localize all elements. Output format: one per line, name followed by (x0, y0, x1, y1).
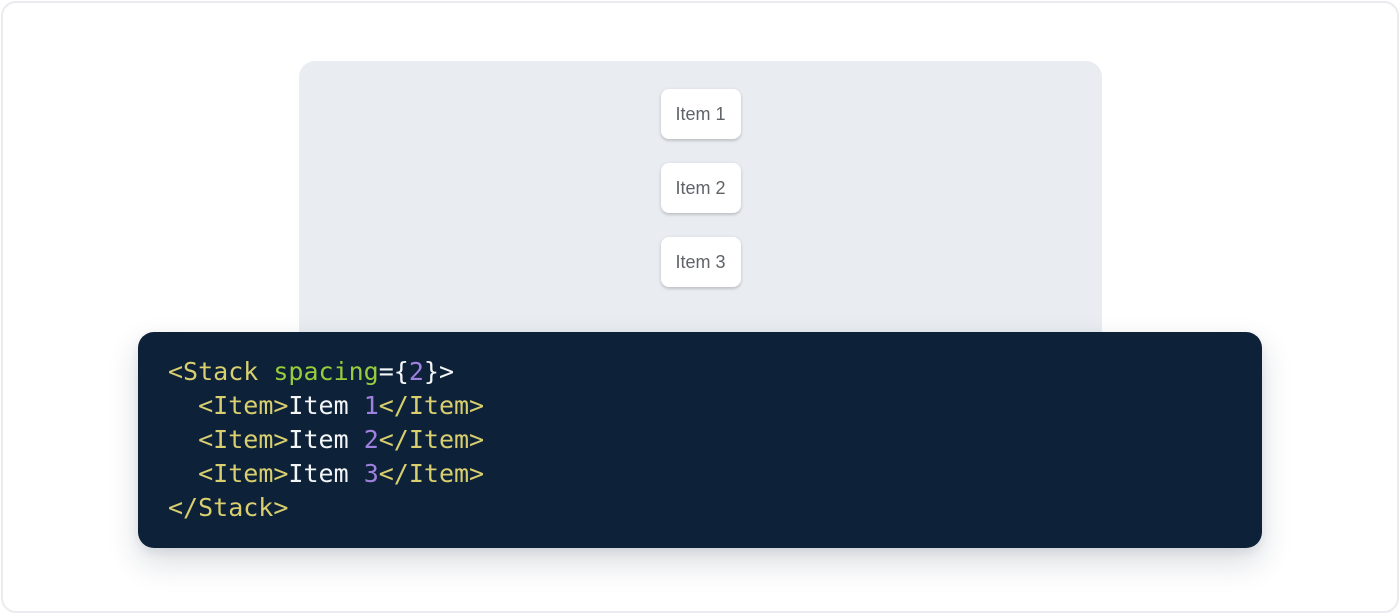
stack-item-label: Item 2 (675, 177, 726, 198)
code-token: </Item> (378, 459, 485, 488)
code-token: <Item> (198, 459, 289, 488)
code-line: <Stack spacing={2}> (168, 355, 1232, 389)
code-token (168, 459, 198, 488)
code-token: 2 (363, 425, 379, 454)
code-token: Item (288, 425, 364, 454)
code-token: Item (288, 459, 364, 488)
code-line: <Item>Item 1</Item> (168, 389, 1232, 423)
stack-item-label: Item 3 (675, 251, 726, 272)
code-line: <Item>Item 3</Item> (168, 457, 1232, 491)
code-token (168, 425, 198, 454)
stack-item-card: Item 2 (660, 163, 741, 213)
code-line: </Stack> (168, 491, 1232, 525)
code-token: </Stack> (168, 493, 289, 522)
code-token: > (438, 357, 455, 386)
code: <Stack spacing={2}> <Item>Item 1</Item> … (168, 355, 1232, 525)
stack-item-card: Item 1 (660, 89, 741, 139)
code-token: spacing (273, 357, 379, 386)
code-token: </Item> (378, 391, 485, 420)
code-token: 3 (363, 459, 379, 488)
code-token: <Item> (198, 425, 289, 454)
code-token: <Stack (168, 357, 274, 386)
code-token: 2 (408, 357, 424, 386)
code-token: </Item> (378, 425, 485, 454)
stack-item-label: Item 1 (675, 103, 726, 124)
stack-item-card: Item 3 (660, 237, 741, 287)
code-token: } (423, 357, 439, 386)
code-token: ={ (378, 357, 409, 386)
code-snippet-block: <Stack spacing={2}> <Item>Item 1</Item> … (138, 332, 1262, 548)
code-token: <Item> (198, 391, 289, 420)
stack-demo-panel: Item 1 Item 2 Item 3 (299, 61, 1102, 353)
code-token (168, 391, 198, 420)
code-line: <Item>Item 2</Item> (168, 423, 1232, 457)
code-token: 1 (363, 391, 379, 420)
code-token: Item (288, 391, 364, 420)
